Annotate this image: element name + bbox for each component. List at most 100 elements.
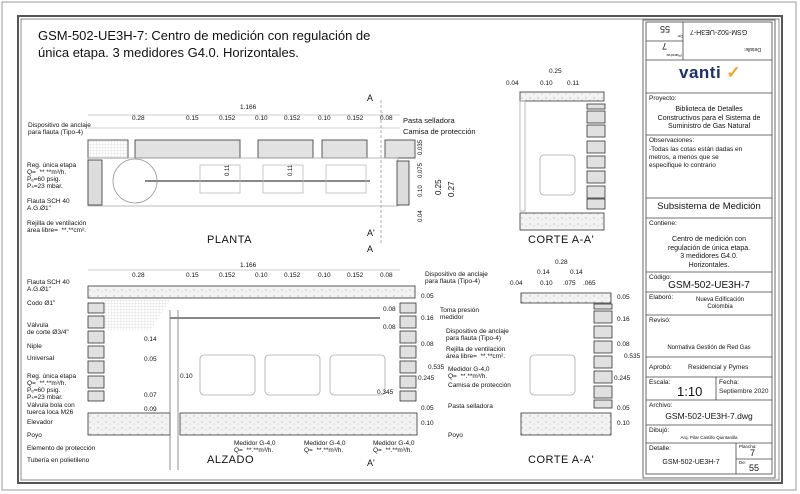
tb-plancha: 7 (750, 448, 756, 458)
label-anclaje: Dispositivo de anclaje para flauta (Tipo… (425, 271, 488, 285)
dim-total: 1.166 (240, 262, 257, 269)
tb-top-plancha: 7 (662, 41, 668, 51)
dim: 0.10 (617, 420, 630, 427)
tb-dibujo-label: Dibujó: (649, 427, 670, 434)
dim: 0.152 (219, 115, 236, 122)
tb-contiene-label: Contiene: (649, 220, 677, 227)
tb-codigo-label: Código: (649, 274, 672, 281)
dim: 0.16 (617, 316, 630, 323)
dim: 0.245 (614, 375, 631, 382)
dim: 0.075 (418, 162, 424, 178)
label-medidor: Medidor G-4,0 Q= **.**m³/h. (373, 440, 415, 454)
drawing-title: GSM-502-UE3H-7: Centro de medición con r… (38, 27, 370, 61)
dim-total: 0.25 (549, 68, 562, 75)
tb-elaboro: Nueva Edificación Colombia (695, 297, 745, 310)
tb-subsistema: Subsistema de Medición (657, 201, 761, 212)
dim: .075 (563, 280, 576, 287)
dim: 0.07 (144, 392, 157, 399)
tb-dibujo: Arq. Pilar Castillo Quintanilla (680, 435, 738, 440)
dim: 0.10 (421, 420, 434, 427)
label-elemento-proteccion: Elemento de protección (27, 445, 96, 452)
dim: 0.245 (418, 375, 435, 382)
dim: 0.535 (428, 364, 445, 371)
dim: 0.08 (383, 324, 396, 331)
tb-aprobo-label: Aprobó: (649, 364, 672, 371)
dim: 0.08 (421, 341, 434, 348)
label-flauta: Flauta SCH 40 A.G.Ø1" (27, 198, 70, 212)
dim: 0.152 (347, 115, 364, 122)
label-medidor: Medidor G-4,0 Q= **.**m³/h. (304, 440, 346, 454)
label-anclaje: Dispositivo de anclaje para flauta (Tipo… (446, 328, 509, 342)
label-codo: Codo Ø1" (27, 300, 56, 307)
tb-archivo-label: Archivo: (649, 402, 673, 409)
label-regulador: Reg. única etapa Q= **.**m³/h. Pₑ=60 psi… (27, 373, 77, 401)
label-flauta: Flauta SCH 40 A.G.Ø1" (27, 279, 70, 293)
tb-detalle: GSM-502-UE3H-7 (662, 459, 720, 466)
title-line-2: única etapa. 3 medidores G4.0. Horizonta… (38, 45, 299, 60)
tb-top-de: 55 (660, 24, 671, 34)
dim: 0.14 (537, 269, 550, 276)
alzado-drawing (87, 269, 418, 470)
label-medidor: Medidor G-4,0 Q= **.**m³/h. (234, 440, 276, 454)
tb-reviso-label: Revisó: (649, 317, 671, 324)
tb-de: 55 (749, 463, 760, 473)
tb-observaciones-label: Observaciones: (649, 137, 695, 144)
dim: 0.05 (617, 405, 630, 412)
dim: 0.05 (617, 294, 630, 301)
dim: 0.035 (418, 139, 424, 155)
dim: 0.08 (383, 306, 396, 313)
tb-detalle-label: Detalle: (649, 445, 672, 452)
dim-total: 1.166 (240, 104, 257, 111)
tb-top-detalle-label: Detalle: (744, 46, 761, 52)
vanti-logo-text: vanti (679, 63, 722, 82)
dim: 0.04 (506, 80, 519, 87)
section-marker-a-prime: A' (367, 228, 375, 238)
label-valvula-corte: Válvula de corte Ø3/4" (27, 322, 69, 336)
tb-codigo: GSM-502-UE3H-7 (668, 280, 750, 291)
dim: 0.152 (284, 115, 301, 122)
dim: 0.08 (380, 115, 393, 122)
dim: 0.25 (434, 179, 443, 195)
dim: 0.10 (318, 115, 331, 122)
dim: 0.14 (144, 336, 157, 343)
label-medidor: Medidor G-4,0 Q= **.**m³/h. (448, 366, 490, 380)
dim: 0.27 (447, 181, 456, 197)
tb-archivo: GSM-502-UE3H-7.dwg (665, 411, 753, 421)
dim: 0.08 (380, 272, 393, 279)
section-marker-a-prime: A' (367, 458, 375, 468)
section-marker-a: A (367, 93, 374, 103)
tb-aprobo: Residencial y Pymes (688, 364, 749, 371)
label-pasta: Pasta selladora (448, 403, 493, 410)
dim: 0.345 (377, 389, 394, 396)
label-toma-presion: Toma presión medidor (440, 307, 480, 321)
corte-bottom-drawing (520, 292, 613, 436)
dim: 0.15 (186, 272, 199, 279)
dim: 0.15 (186, 115, 199, 122)
label-camisa: Camisa de protección (403, 127, 476, 136)
label-niple: Niple (27, 343, 42, 350)
label-universal: Universal (27, 355, 55, 362)
dim: 0.535 (624, 353, 641, 360)
dim: 0.05 (421, 405, 434, 412)
section-marker-a: A (367, 244, 374, 254)
label-anclaje: Dispositivo de anclaje para flauta (Tipo… (28, 122, 91, 136)
view-label-corte-bottom: CORTE A-A' (528, 454, 595, 466)
dim: 0.28 (132, 272, 145, 279)
dim: 0.28 (132, 115, 145, 122)
tb-top-detalle: GSM-502-UE3H-7 (690, 28, 748, 35)
tb-observaciones: -Todas las cotas están dadas en metros, … (649, 146, 743, 169)
planta-drawing (87, 100, 416, 245)
tb-de-label: De: (739, 460, 747, 465)
dim: 0.10 (318, 272, 331, 279)
view-label-planta: PLANTA (207, 234, 252, 246)
label-tuberia: Tubería en polietileno (27, 457, 90, 464)
dim: 0.10 (255, 272, 268, 279)
dim: 0.10 (180, 373, 193, 380)
tb-reviso: Normativa Gestión de Red Gas (667, 345, 751, 351)
dim: 0.11 (567, 80, 580, 87)
dim: 0.10 (540, 80, 553, 87)
tb-proyecto: Biblioteca de Detalles Constructivos par… (657, 106, 761, 130)
label-rejilla: Rejilla de ventilación área libre= **.**… (27, 220, 87, 234)
dim-total: 0.28 (555, 259, 568, 266)
